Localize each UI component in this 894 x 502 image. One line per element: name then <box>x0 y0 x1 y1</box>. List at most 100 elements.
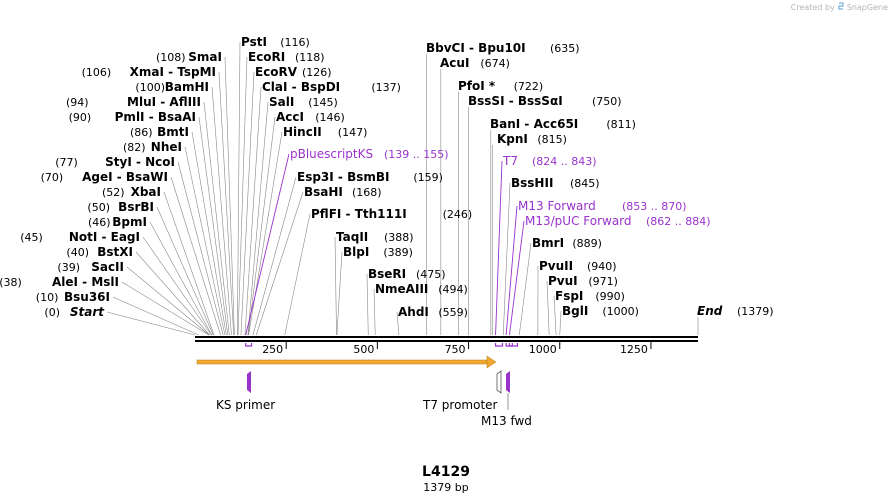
enzyme-leader-line <box>112 296 199 336</box>
enzyme-label: AgeI - BsaWI <box>82 170 168 184</box>
enzyme-labels: SmaI(108)XmaI - TspMI(106)BamHI(100)MluI… <box>0 35 774 319</box>
enzyme-position: (70) <box>41 171 64 184</box>
ruler-tick-label: 750 <box>445 343 466 356</box>
enzyme-position: (990) <box>595 290 625 303</box>
enzyme-label: FspI <box>555 289 583 303</box>
enzyme-position: (100) <box>135 81 165 94</box>
enzyme-label: EcoRV <box>255 65 298 79</box>
map-length: 1379 bp <box>423 481 468 494</box>
enzyme-leader-line <box>177 161 224 336</box>
ks-primer-feature <box>247 371 251 393</box>
enzyme-position: (750) <box>592 95 622 108</box>
map-name: L4129 <box>422 464 470 480</box>
feature-range: (139 .. 155) <box>384 148 449 161</box>
enzyme-leader-line <box>224 56 235 336</box>
enzyme-position: (159) <box>413 171 443 184</box>
enzyme-label: BsrBI <box>118 200 154 214</box>
enzyme-label: HincII <box>283 125 322 139</box>
enzyme-label: BamHI <box>165 80 209 94</box>
ruler-tick-label: 250 <box>262 343 283 356</box>
ks-primer-label: KS primer <box>216 398 275 412</box>
feature-label: M13/pUC Forward <box>525 214 632 228</box>
enzyme-label: StyI - NcoI <box>105 155 175 169</box>
enzyme-position: (126) <box>302 66 332 79</box>
enzyme-position: (559) <box>438 306 468 319</box>
enzyme-label: AccI <box>276 110 304 124</box>
feature-label: pBluescriptKS <box>290 147 373 161</box>
enzyme-position: (118) <box>295 51 325 64</box>
enzyme-leader-line <box>502 182 511 336</box>
enzyme-position: (246) <box>443 208 473 221</box>
t7-promoter-feature <box>496 370 502 394</box>
enzyme-leader-line <box>396 311 400 336</box>
enzyme-leader-line <box>336 251 343 336</box>
end-position: (1379) <box>737 305 774 318</box>
enzyme-leader-line <box>149 221 213 336</box>
enzyme-leader-line <box>244 86 262 336</box>
feature-bracket <box>494 343 504 347</box>
enzyme-label: BlpI <box>343 245 369 259</box>
enzyme-position: (77) <box>55 156 78 169</box>
enzyme-position: (811) <box>606 118 636 131</box>
enzyme-leader-line <box>240 71 255 336</box>
enzyme-position: (475) <box>416 268 446 281</box>
enzyme-label: BssHII <box>511 176 553 190</box>
enzyme-leader-line <box>156 206 214 336</box>
enzyme-label: ClaI - BspDI <box>262 80 340 94</box>
feature-label: T7 <box>502 154 518 168</box>
enzyme-position: (52) <box>102 186 125 199</box>
enzyme-label: BsaHI <box>304 185 343 199</box>
enzyme-position: (1000) <box>602 305 639 318</box>
enzyme-position: (94) <box>66 96 89 109</box>
feature-label: M13 Forward <box>518 199 596 213</box>
enzyme-leader-line <box>191 131 227 336</box>
enzyme-position: (108) <box>156 51 186 64</box>
enzyme-leader-line <box>237 56 248 336</box>
enzyme-leader-line <box>559 310 562 336</box>
enzyme-position: (39) <box>57 261 80 274</box>
enzyme-leader-line <box>373 288 376 336</box>
enzyme-position: (635) <box>550 42 580 55</box>
enzyme-position: (494) <box>438 283 468 296</box>
enzyme-label: NotI - EagI <box>69 230 140 244</box>
ruler-tick-label: 1000 <box>529 343 557 356</box>
enzyme-label: Bsu36I <box>64 290 110 304</box>
enzyme-label: PstI <box>241 35 267 49</box>
enzyme-leader-line <box>366 273 369 336</box>
enzyme-label: MluI - AflIII <box>127 95 201 109</box>
snapgene-credit: Created by SnapGene <box>791 2 888 12</box>
enzyme-position: (389) <box>383 246 413 259</box>
enzyme-position: (82) <box>123 141 146 154</box>
enzyme-position: (0) <box>44 306 60 319</box>
enzyme-label: SmaI <box>188 50 222 64</box>
enzyme-label: PmlI - BsaAI <box>115 110 196 124</box>
enzyme-position: (147) <box>338 126 368 139</box>
enzyme-leader-line <box>553 295 557 336</box>
enzyme-leader-line <box>198 116 229 336</box>
enzyme-position: (86) <box>130 126 153 139</box>
sequence-backbone <box>195 336 698 342</box>
feature-range: (824 .. 843) <box>532 155 597 168</box>
enzyme-label: AleI - MslI <box>52 275 119 289</box>
feature-bracket <box>245 343 253 347</box>
enzyme-leader-line <box>518 242 532 336</box>
enzyme-label: BbvCI - Bpu10I <box>426 41 526 55</box>
enzyme-position: (46) <box>88 216 111 229</box>
feature-range: (862 .. 884) <box>646 215 711 228</box>
enzyme-leader-line <box>142 236 212 336</box>
enzyme-label: PfoI * <box>458 79 496 93</box>
enzyme-leader-line <box>284 213 311 336</box>
enzyme-position: (971) <box>588 275 618 288</box>
enzyme-position: (674) <box>480 57 510 70</box>
enzyme-position: (116) <box>280 36 310 49</box>
enzyme-label: Esp3I - BsmBI <box>297 170 389 184</box>
enzyme-position: (815) <box>537 133 567 146</box>
ruler-tick-label: 1250 <box>620 343 648 356</box>
enzyme-leader-line <box>546 280 550 336</box>
enzyme-label: XmaI - TspMI <box>130 65 216 79</box>
feature-leader-line <box>508 220 525 336</box>
enzyme-leader-line <box>237 41 241 336</box>
enzyme-label: AcuI <box>440 56 469 70</box>
feature-bracket <box>508 343 519 347</box>
